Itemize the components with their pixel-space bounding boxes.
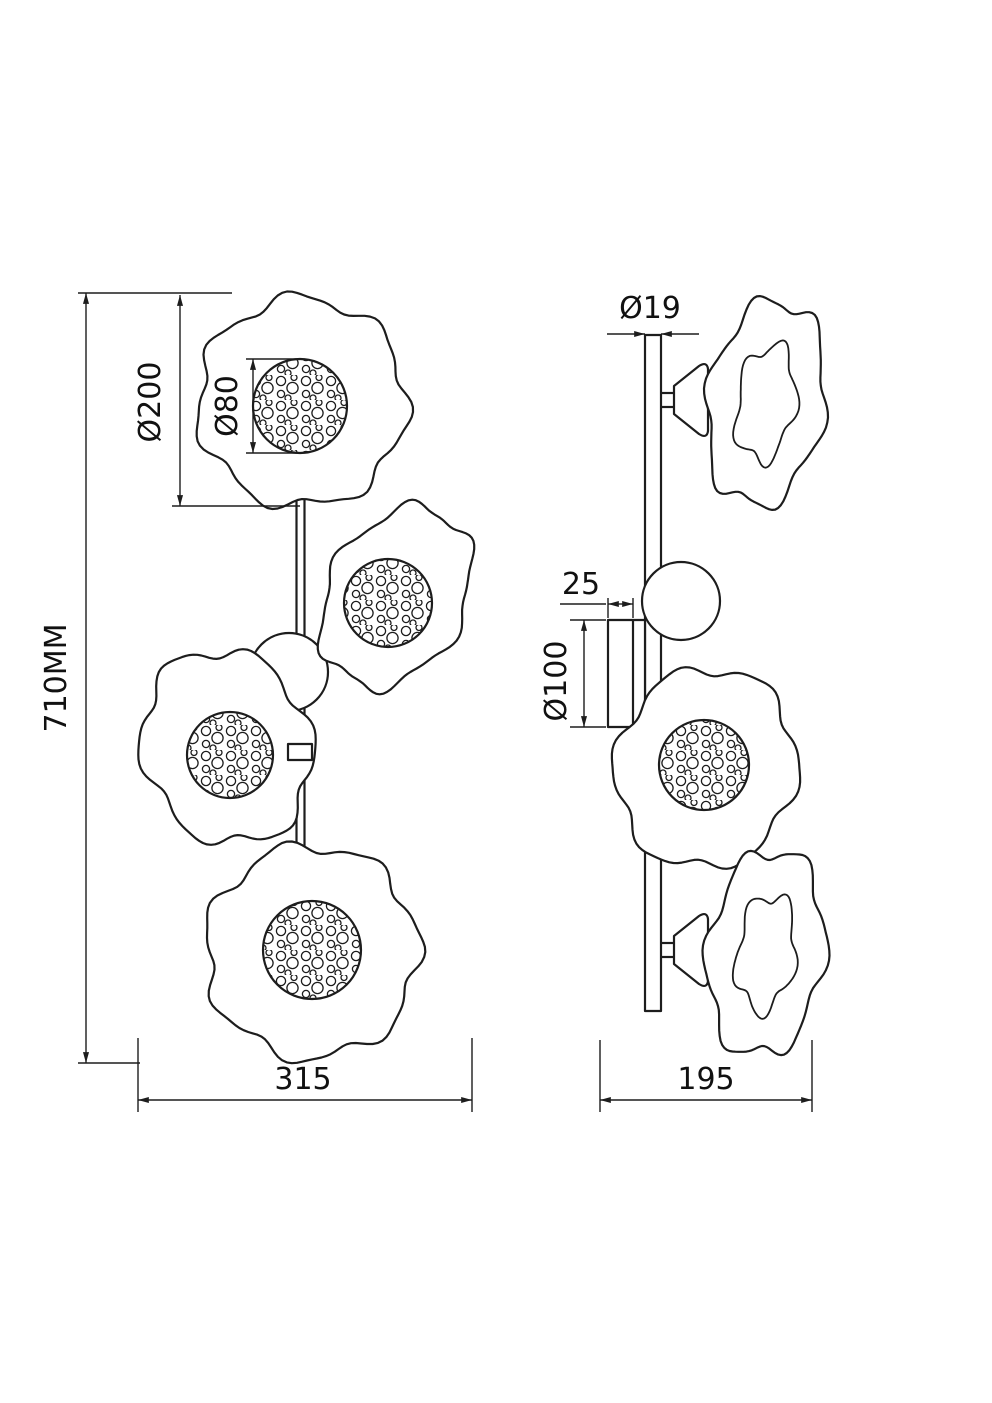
depth-label: 195 xyxy=(677,1062,734,1097)
shade-middle xyxy=(610,666,802,870)
dimension-canopy-diameter-100: Ø100 xyxy=(539,619,606,728)
shade-left xyxy=(137,648,317,846)
ball-diameter-label: Ø80 xyxy=(210,375,245,437)
front-view: 710MM Ø200 Ø80 315 xyxy=(39,290,476,1112)
joint-ball xyxy=(640,560,722,642)
dimension-ball-diameter-80: Ø80 xyxy=(210,358,299,454)
shade-fold-line xyxy=(732,339,801,469)
dimension-width-315: 315 xyxy=(137,1038,473,1112)
crystal-ball xyxy=(657,718,751,812)
canopy xyxy=(606,618,647,729)
shade-diameter-label: Ø200 xyxy=(133,362,168,443)
crystal-ball xyxy=(261,899,363,1001)
crystal-ball xyxy=(185,710,275,800)
crystal-ball xyxy=(251,357,349,455)
dimension-bar-diameter-19: Ø19 xyxy=(607,291,699,338)
side-view: Ø19 25 Ø100 195 xyxy=(539,291,831,1112)
dimension-canopy-depth-25: 25 xyxy=(560,567,634,618)
bottom-arm xyxy=(661,849,831,1057)
stem-diameter-label: Ø19 xyxy=(619,291,681,326)
height-label: 710MM xyxy=(39,623,74,732)
canopy-depth-label: 25 xyxy=(562,567,600,602)
stem-fitting xyxy=(286,742,314,762)
dimension-height-710: 710MM xyxy=(39,292,232,1064)
shade-upper-right xyxy=(316,498,476,696)
shade-holder-cup xyxy=(672,362,710,438)
dimension-shade-diameter-200: Ø200 xyxy=(133,295,300,507)
shade-fold-line xyxy=(731,893,799,1020)
canopy-diameter-label: Ø100 xyxy=(539,641,574,722)
crystal-ball xyxy=(342,557,434,649)
shade-bottom xyxy=(205,840,427,1065)
shade-top xyxy=(195,290,415,511)
dimension-depth-195: 195 xyxy=(599,1040,813,1112)
canopy-body xyxy=(606,618,647,729)
shade-side-profile xyxy=(702,295,830,511)
top-arm xyxy=(661,295,830,511)
shade-side-profile xyxy=(701,849,831,1057)
width-label: 315 xyxy=(274,1062,331,1097)
mounting-bar xyxy=(643,333,663,1013)
